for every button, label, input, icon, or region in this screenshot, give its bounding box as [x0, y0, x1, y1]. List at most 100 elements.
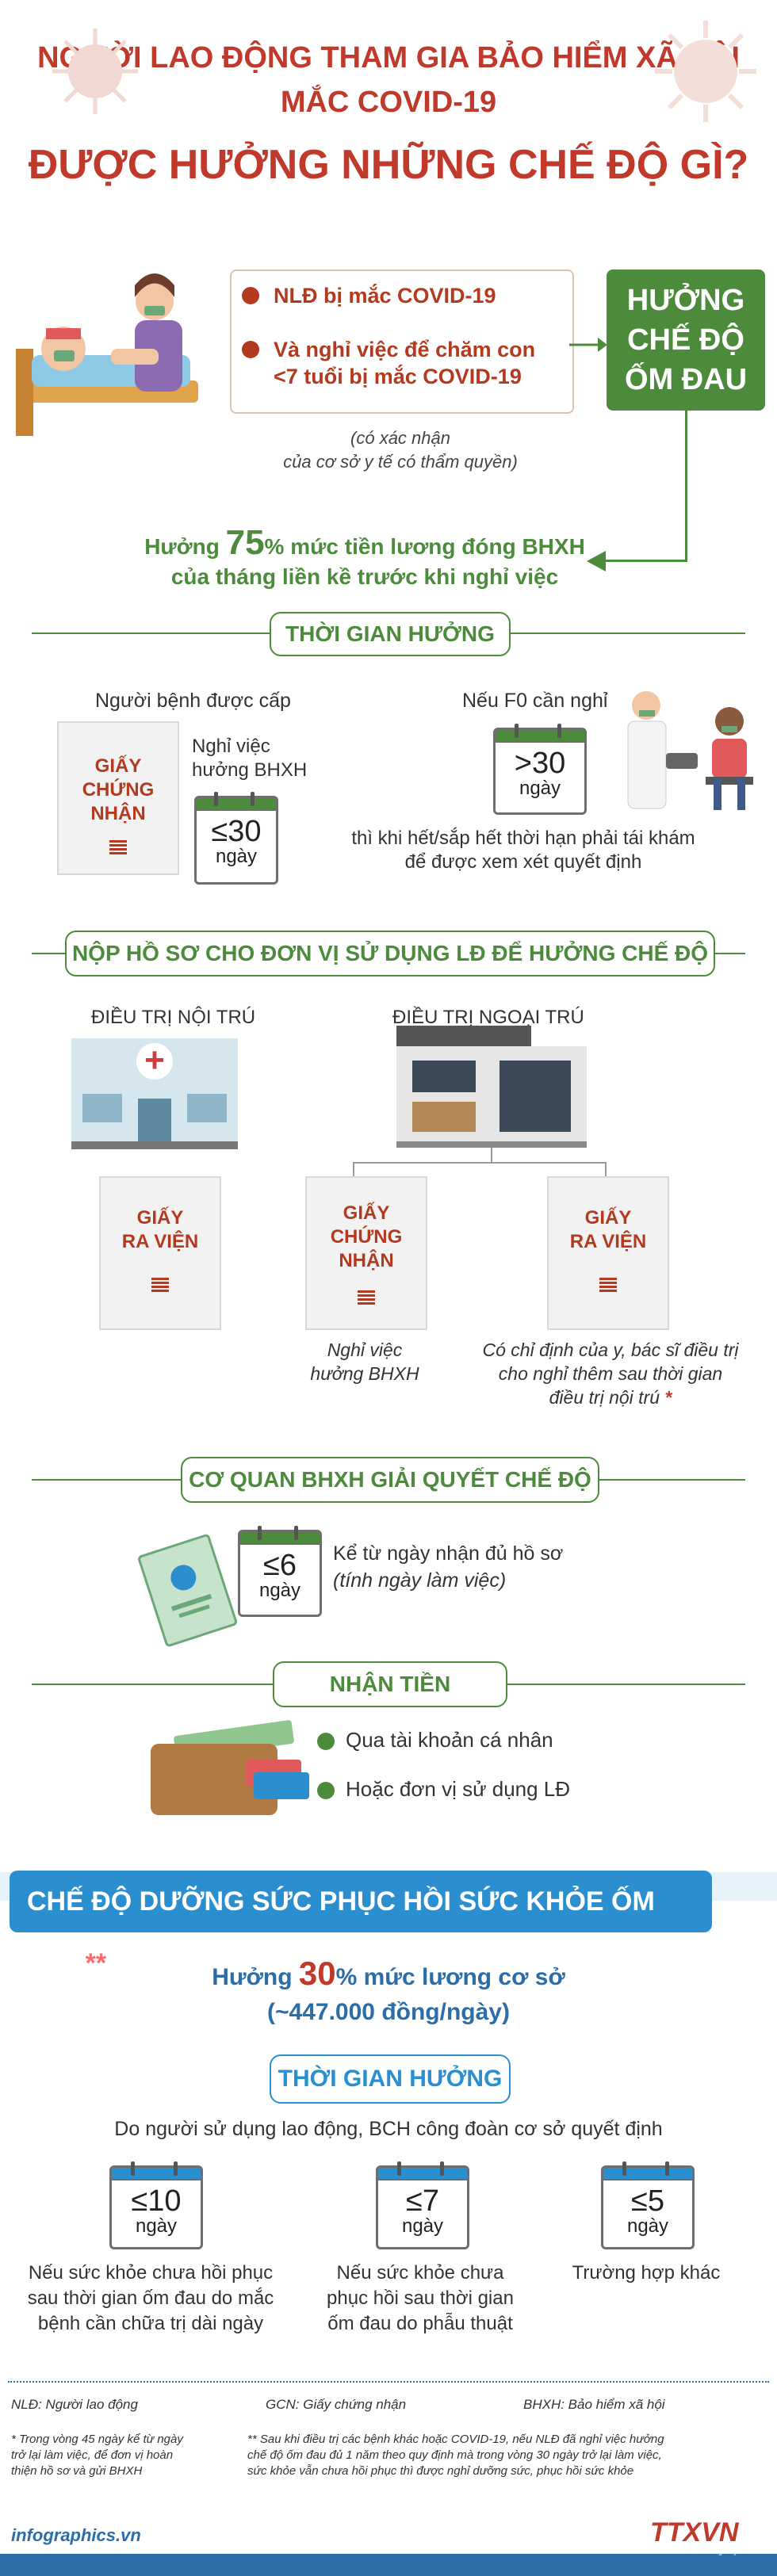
bullet-dot	[317, 1782, 335, 1799]
confirmation-note: của cơ sở y tế có thẩm quyền)	[283, 452, 518, 472]
calendar-unit: ngày	[626, 2215, 669, 2237]
caption-leave-line1: Nghỉ việc	[327, 1340, 403, 1360]
calendar-days: >30	[514, 747, 566, 780]
case-text-line: phục hồi sau thời gian	[327, 2287, 514, 2309]
recovery-benefit-percent: 30	[298, 1955, 336, 1992]
stamp-icon	[358, 1290, 375, 1305]
recovery-banner-text: CHẾ ĐỘ DƯỠNG SỨC PHỤC HỒI SỨC KHỎE ỐM ĐA…	[27, 1886, 655, 1978]
submit-heading: NỘP HỒ SƠ CHO ĐƠN VỊ SỬ DỤNG LĐ ĐỂ HƯỞNG…	[65, 931, 715, 977]
calendar-unit: ngày	[135, 2215, 178, 2237]
cert-title-line: CHỨNG	[82, 779, 155, 801]
abbr-nld: NLĐ: Người lao động	[11, 2397, 138, 2412]
site-link[interactable]: infographics.vn	[11, 2525, 141, 2545]
calendar-days: ≤30	[211, 815, 262, 848]
case-2-text: Nếu sức khỏe chưa phục hồi sau thời gian…	[301, 2261, 539, 2337]
paper-title-line: RA VIỆN	[569, 1231, 647, 1252]
recovery-benefit-prefix: Hưởng	[212, 1964, 299, 1990]
connector-line	[491, 1148, 492, 1164]
cert-title-line: GIẤY	[94, 755, 142, 777]
agency-text-line1: Kể từ ngày nhận đủ hồ sơ	[333, 1542, 564, 1565]
calendar-icon: ≤30 ngày	[194, 792, 278, 885]
regime-line-2: CHẾ ĐỘ	[627, 323, 744, 357]
footnote-line: thiện hồ sơ và gửi BHXH	[11, 2464, 143, 2478]
f0-label: Nếu F0 cần nghỉ	[462, 690, 608, 712]
connector-line	[685, 411, 687, 561]
caption-extra-text: điều trị nội trú	[549, 1387, 660, 1408]
payment-heading: NHẬN TIỀN	[273, 1661, 507, 1707]
paper-title-line: CHỨNG	[330, 1226, 403, 1248]
case-1-text: Nếu sức khỏe chưa hồi phục sau thời gian…	[16, 2261, 285, 2337]
recheck-line2: để được xem xét quyết định	[404, 851, 642, 873]
paper-title-line: NHẬN	[339, 1250, 394, 1271]
conditions-box	[230, 269, 574, 414]
hospital-illustration: +	[71, 1038, 238, 1149]
case-3-text: Trường hợp khác	[547, 2261, 745, 2286]
recovery-benefit-suffix: % mức lương cơ sở	[335, 1964, 565, 1990]
benefit-suffix: % mức tiền lương đóng BHXH	[264, 534, 585, 559]
calendar-unit: ngày	[258, 1580, 301, 1601]
patient-label: Người bệnh được cấp	[95, 690, 291, 712]
payment-option-2: Hoặc đơn vị sử dụng LĐ	[346, 1777, 571, 1801]
caption-extra-line1: Có chỉ định của y, bác sĩ điều trị	[482, 1340, 739, 1360]
leave-label-line1: Nghỉ việc	[192, 736, 270, 757]
discharge-paper: GIẤY RA VIỆN	[99, 1176, 221, 1330]
bullet-dot	[242, 341, 259, 358]
recovery-duration-heading: THỜI GIAN HƯỞNG	[270, 2054, 511, 2104]
paper-title-line: RA VIỆN	[121, 1231, 199, 1252]
calendar-unit: ngày	[215, 846, 258, 867]
cert-title-line: NHẬN	[90, 803, 146, 824]
outpatient-label: ĐIỀU TRỊ NGOẠI TRÚ	[392, 1007, 584, 1028]
divider	[8, 2381, 769, 2383]
confirmation-note: (có xác nhận	[350, 428, 450, 448]
calendar-icon: ≤6 ngày	[238, 1526, 322, 1617]
virus-icon	[52, 29, 138, 114]
house-illustration	[396, 1026, 587, 1148]
benefit-line-1: Hưởng 75% mức tiền lương đóng BHXH	[127, 523, 603, 563]
sick-patient-illustration	[16, 273, 198, 436]
case-text-line: Nếu sức khỏe chưa hồi phục	[28, 2262, 274, 2284]
calendar-unit: ngày	[401, 2215, 444, 2237]
duration-heading: THỜI GIAN HƯỞNG	[270, 612, 511, 656]
certificate-document: GIẤY CHỨNG NHẬN	[57, 721, 179, 875]
recovery-banner: CHẾ ĐỘ DƯỠNG SỨC PHỤC HỒI SỨC KHỎE ỐM ĐA…	[10, 1871, 712, 1978]
discharge-paper: GIẤY RA VIỆN	[547, 1176, 669, 1330]
calendar-unit: ngày	[519, 778, 561, 799]
regime-line-3: ỐM ĐAU	[624, 363, 748, 396]
condition-child-line2: <7 tuổi bị mắc COVID-19	[274, 365, 522, 388]
bullet-dot	[317, 1733, 335, 1750]
insurance-book-icon	[138, 1534, 238, 1647]
footnote-star: **	[85, 1948, 107, 1978]
benefit-prefix: Hưởng	[144, 534, 226, 559]
condition-child-line1: Và nghỉ việc để chăm con	[274, 338, 536, 361]
footnote-star: *	[660, 1387, 672, 1408]
calendar-icon: ≤5 ngày	[601, 2161, 695, 2249]
virus-icon	[655, 21, 756, 122]
abbr-gcn: GCN: Giấy chứng nhận	[266, 2397, 407, 2412]
calendar-days: ≤7	[406, 2184, 439, 2218]
sickness-regime-box: HƯỞNG CHẾ ĐỘ ỐM ĐAU	[607, 269, 765, 411]
calendar-icon: ≤7 ngày	[376, 2161, 469, 2249]
page-title: ĐƯỢC HƯỞNG NHỮNG CHẾ ĐỘ GÌ?	[28, 142, 749, 188]
footnote-line: sức khỏe vẫn chưa hồi phục thì được nghỉ…	[247, 2464, 634, 2478]
footnote-2: ** Sau khi điều trị các bệnh khác hoặc C…	[247, 2432, 664, 2479]
regime-line-1: HƯỞNG	[626, 284, 745, 317]
title-line-2: MẮC COVID-19	[280, 86, 497, 119]
paper-title-line: GIẤY	[584, 1207, 632, 1229]
case-text-line: ốm đau do phẫu thuật	[327, 2313, 513, 2334]
connector-line	[605, 1162, 607, 1183]
recheck-line1: thì khi hết/sắp hết thời hạn phải tái kh…	[351, 827, 695, 849]
case-text-line: Nếu sức khỏe chưa	[336, 2262, 504, 2284]
footnote-1: * Trong vòng 45 ngày kể từ ngày trở lại …	[11, 2432, 183, 2479]
doctor-patient-illustration	[627, 691, 753, 810]
calendar-icon: >30 ngày	[493, 724, 587, 815]
arrow-left-icon	[587, 551, 606, 571]
footnote-line: chế độ ốm đau đủ 1 năm theo quy định mà …	[247, 2448, 662, 2462]
payment-option-1: Qua tài khoản cá nhân	[346, 1728, 553, 1752]
footnote-line: * Trong vòng 45 ngày kể từ ngày	[11, 2433, 183, 2446]
benefit-line-2: của tháng liền kề trước khi nghỉ việc	[170, 564, 559, 589]
ttxvn-logo-sub: Vietnam News Agency	[666, 2547, 737, 2555]
calendar-days: ≤6	[263, 1549, 297, 1582]
caption-leave-line2: hưởng BHXH	[310, 1363, 419, 1384]
bullet-dot	[242, 287, 259, 304]
recovery-amount: (~447.000 đồng/ngày)	[267, 1999, 510, 2025]
